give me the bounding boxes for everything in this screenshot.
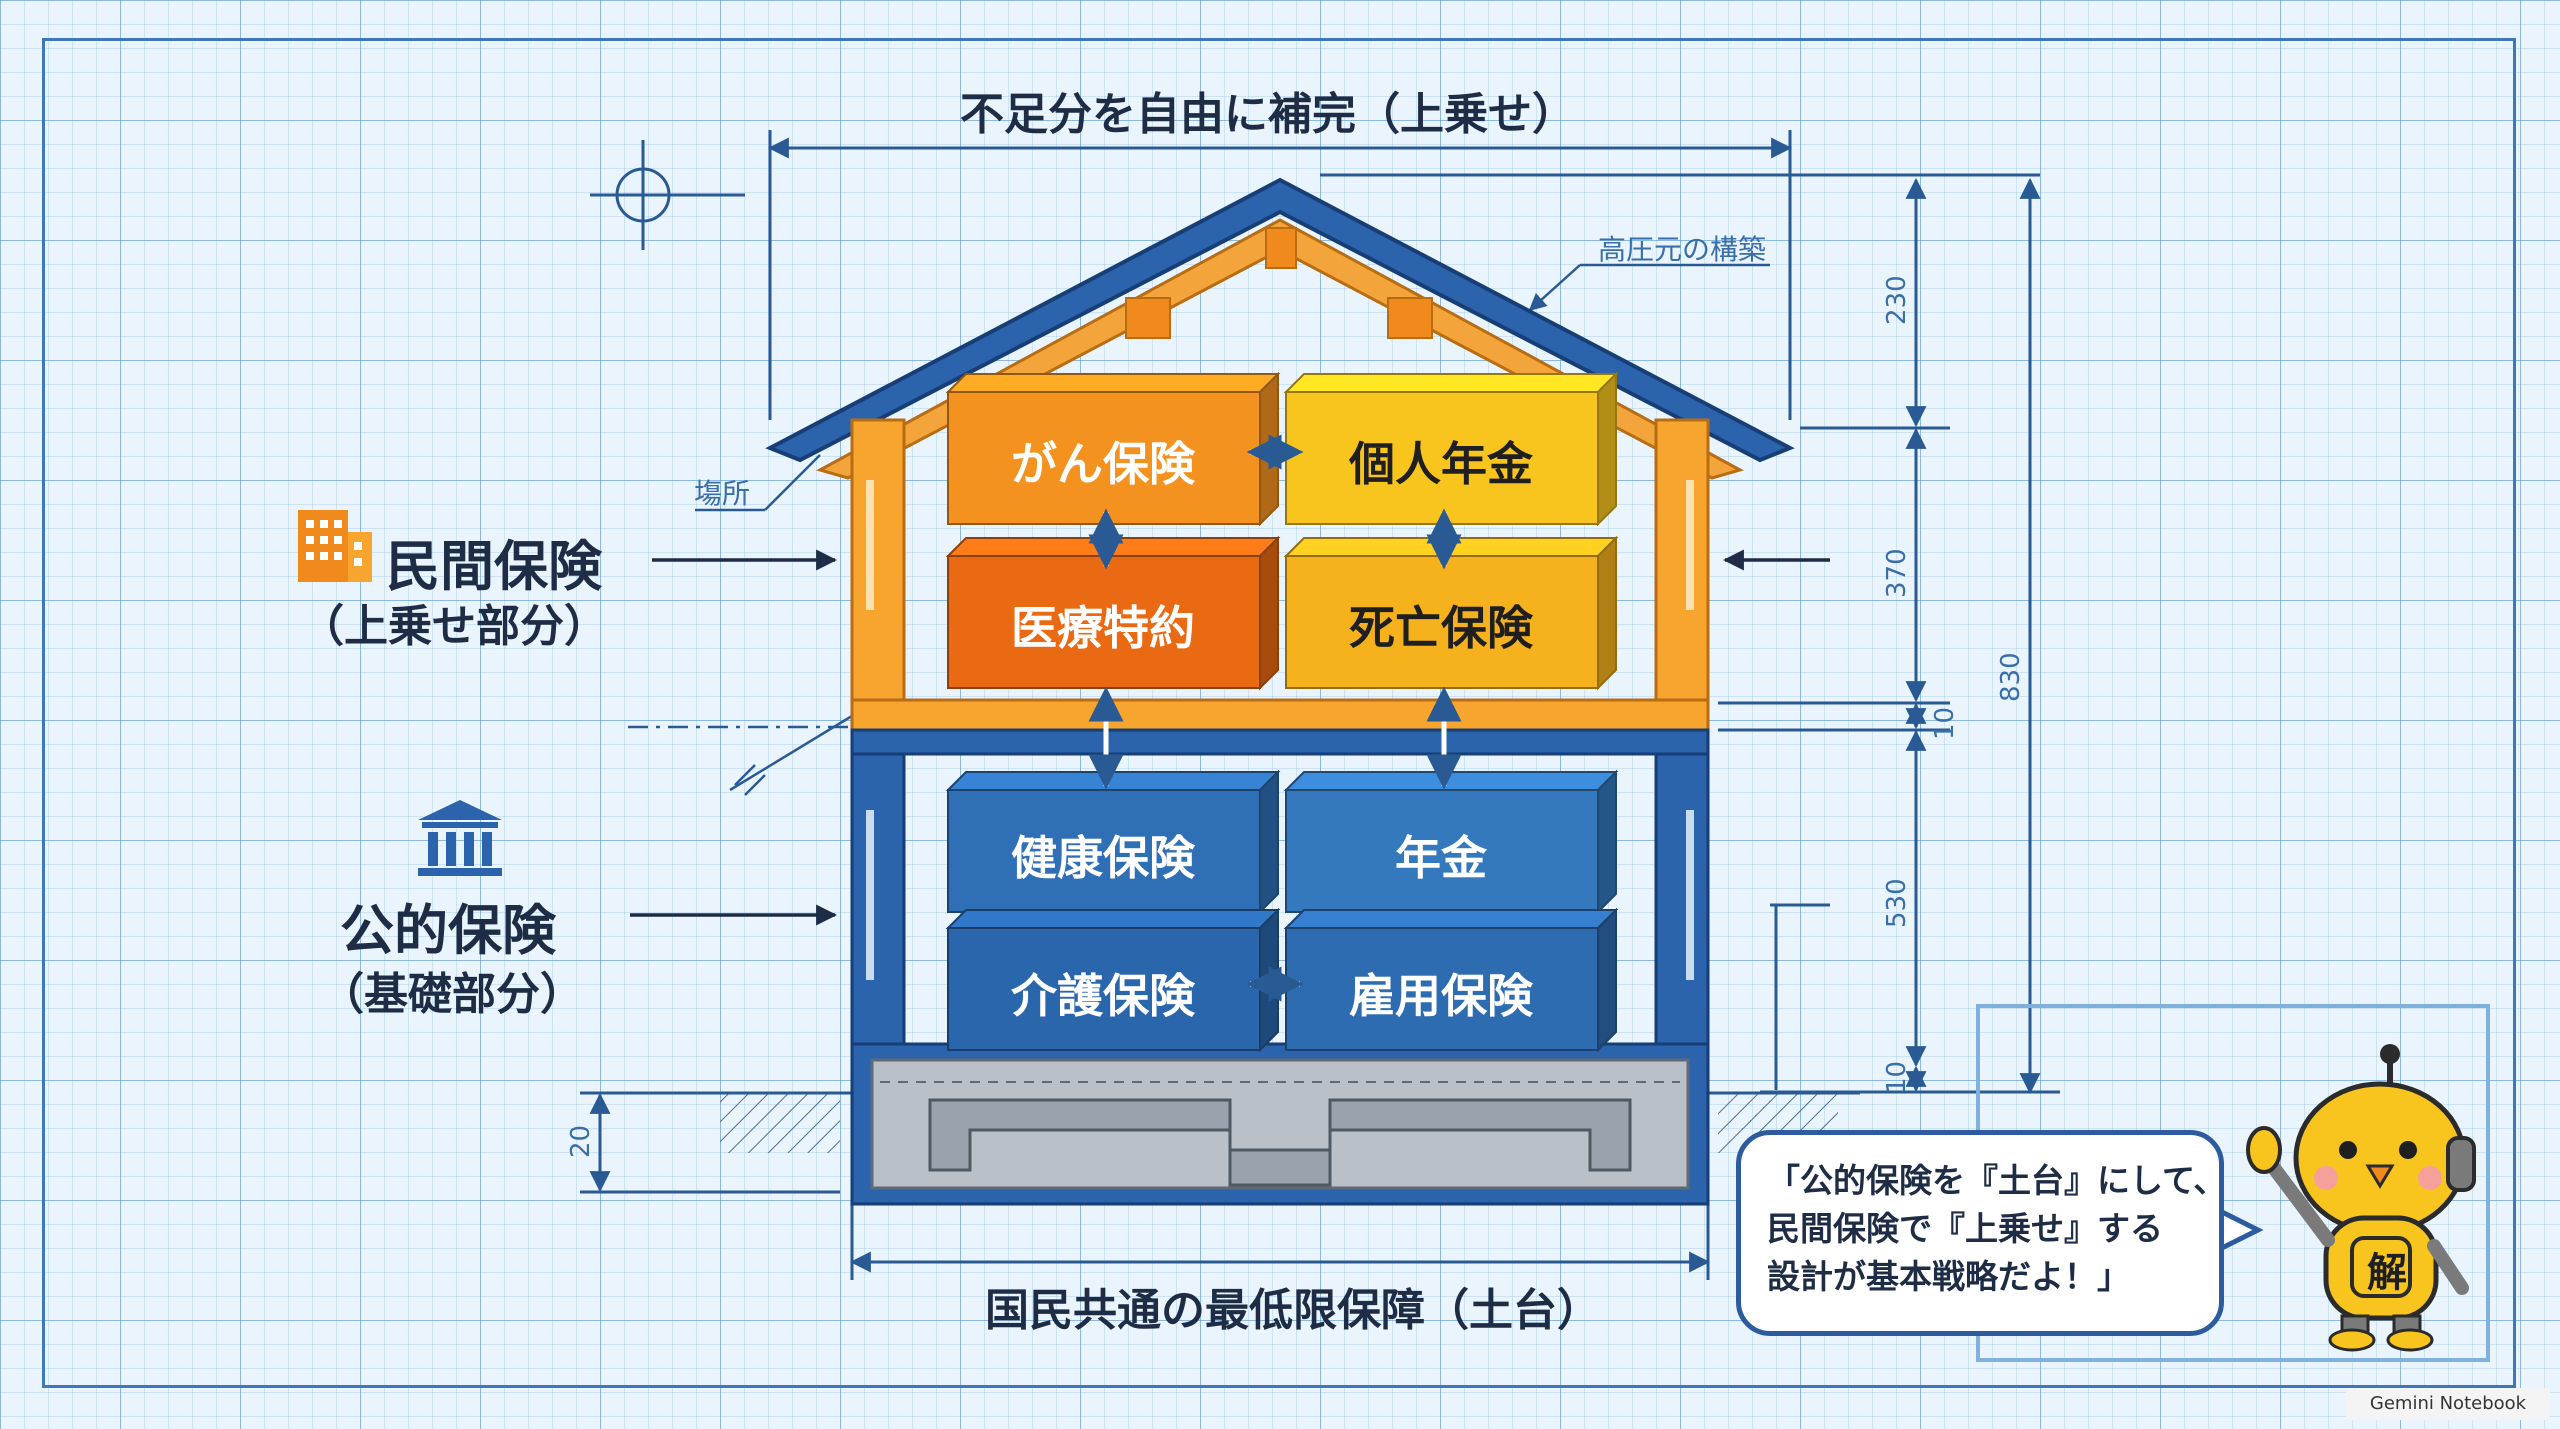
floor-reference-lines [628,703,871,796]
block-pension: 年金 [1395,831,1487,885]
speech-bubble-line-2: 民間保険で『上乗せ』する [1767,1209,2163,1248]
annotation-leaders [695,263,1770,512]
top-dimension-label: 不足分を自由に補完（上乗せ） [960,89,1576,140]
private-insurance-subtitle: （上乗せ部分） [300,601,608,652]
dimension-20: 20 [566,1124,596,1158]
watermark: Gemini Notebook [2346,1388,2550,1420]
floor-slab [850,728,1710,756]
foundation [850,1042,1710,1206]
block-shape-pension [1283,769,1619,915]
block-cancer-insurance: がん保険 [1011,437,1195,491]
mascot-robot-chick [2246,1044,2476,1352]
speech-bubble-line-3: 設計が基本戦略だよ！」 [1767,1257,2130,1296]
block-personal-pension: 個人年金 [1349,437,1533,491]
ground-hatch [720,1093,840,1153]
roof [765,177,1795,480]
government-building-icon [418,800,502,876]
dimension-830: 830 [1996,652,2026,702]
dimension-10-upper: 10 [1930,706,1960,740]
lower-floor-frame [850,752,1710,1056]
roof-annotation: 高圧元の構築 [1598,233,1767,266]
block-shape-personal-pension [1283,371,1619,527]
public-insurance-title: 公的保険 [340,899,556,962]
bottom-dimension-label: 国民共通の最低限保障（土台） [985,1285,1601,1336]
block-health-insurance: 健康保険 [1011,831,1195,885]
dimension-530: 530 [1882,878,1912,928]
block-shape-employment [1283,907,1619,1053]
blueprint-frame [42,38,2516,1388]
ground-dimension [580,1091,840,1194]
upper-floor-frame [850,418,1710,732]
crosshair-icon [590,140,745,250]
public-insurance-subtitle: （基礎部分） [320,969,584,1020]
right-dimension-lines [1718,177,2060,1095]
block-nursing-care-insurance: 介護保険 [1011,969,1195,1023]
block-shape-cancer [945,371,1281,527]
block-medical-rider: 医療特約 [1011,601,1195,655]
block-shape-medical-rider [945,535,1281,691]
mascot-badge: 解 [2367,1250,2407,1296]
private-insurance-title: 民間保険 [386,535,602,598]
speech-bubble-tail [2215,1205,2264,1255]
section-arrows [630,549,1830,926]
side-annotation: 塲所 [694,477,751,510]
speech-bubble-line-1: 「公的保険を『土台』にして、 [1767,1161,2227,1200]
office-building-icon [298,510,372,582]
dimension-370: 370 [1882,548,1912,598]
block-employment-insurance: 雇用保険 [1349,969,1533,1023]
block-shape-nursing [945,907,1281,1053]
dimension-230: 230 [1882,275,1912,325]
block-connectors [1088,434,1462,1002]
bottom-dimension-line [849,1205,1711,1280]
speech-bubble: 「公的保険を『土台』にして、 民間保険で『上乗せ』する 設計が基本戦略だよ！」 [1736,1130,2227,1336]
dimension-10-lower: 10 [1882,1060,1912,1094]
block-death-insurance: 死亡保険 [1349,601,1533,655]
top-dimension-line [767,130,2040,420]
